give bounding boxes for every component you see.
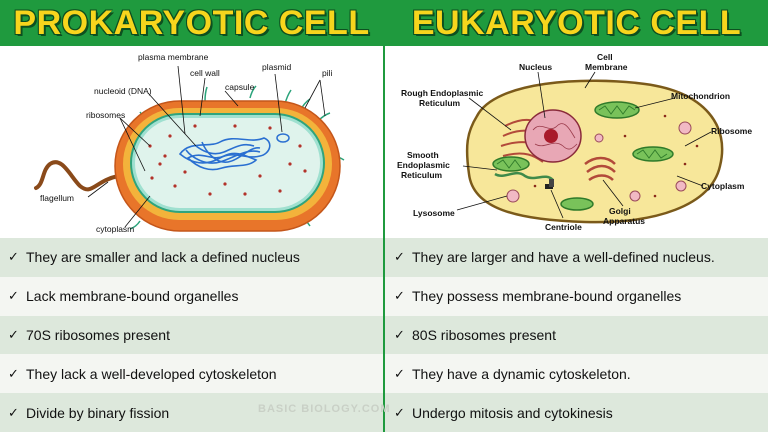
cell-membrane-shape bbox=[465, 79, 724, 224]
prokaryote-point: ✓ 70S ribosomes present bbox=[8, 316, 378, 355]
nucleoid-shape bbox=[178, 137, 271, 171]
row-divider bbox=[383, 238, 385, 277]
comparison-row: ✓ Divide by binary fission ✓ Undergo mitos… bbox=[0, 393, 768, 432]
flagellum-shape bbox=[34, 160, 120, 192]
label-flagellum: flagellum bbox=[40, 193, 74, 203]
label-nucleus: Nucleus bbox=[519, 62, 552, 72]
eukaryote-point-text: They possess membrane-bound organelles bbox=[412, 288, 682, 305]
label-golgi-line1: Golgi bbox=[609, 206, 631, 216]
row-divider bbox=[383, 354, 385, 394]
comparison-row: ✓ Lack membrane-bound organelles ✓ They po… bbox=[0, 276, 768, 316]
check-icon: ✓ bbox=[8, 365, 19, 381]
centriole-shape bbox=[545, 179, 554, 189]
eukaryote-point: ✓ 80S ribosomes present bbox=[394, 316, 764, 355]
chromatin-shape bbox=[532, 123, 578, 150]
prokaryote-point-text: They lack a well-developed cytoskeleton bbox=[26, 365, 277, 382]
lysosome-shapes bbox=[506, 121, 692, 203]
prokaryote-point-text: 70S ribosomes present bbox=[26, 326, 170, 343]
eukaryotic-title: EUKARYOTIC CELL bbox=[411, 3, 742, 42]
label-plasmid: plasmid bbox=[262, 62, 292, 72]
label-plasma-membrane: plasma membrane bbox=[138, 52, 209, 62]
label-rough-er-line1: Rough Endoplasmic bbox=[401, 88, 483, 98]
check-icon: ✓ bbox=[8, 404, 19, 420]
eukaryotic-cell-diagram: Cell Membrane Nucleus Rough Endoplasmic … bbox=[397, 52, 752, 232]
label-capsule: capsule bbox=[225, 82, 255, 92]
prokaryote-leader-lines bbox=[87, 65, 326, 228]
label-smooth-er-line3: Reticulum bbox=[401, 170, 443, 180]
comparison-row: ✓ 70S ribosomes present ✓ 80S ribosomes pr… bbox=[0, 315, 768, 355]
check-icon: ✓ bbox=[8, 326, 19, 342]
prokaryotic-diagram-panel: plasma membrane cell wall plasmid pili c… bbox=[0, 46, 383, 238]
label-cytoplasm-euk: Cytoplasm bbox=[701, 181, 745, 191]
label-mitochondrion: Mitochondrion bbox=[671, 91, 730, 101]
row-divider bbox=[383, 393, 385, 432]
column-divider bbox=[383, 0, 385, 432]
cytoplasm-shape bbox=[135, 118, 320, 208]
check-icon: ✓ bbox=[394, 288, 405, 304]
label-ribosome: Ribosome bbox=[711, 126, 752, 136]
check-icon: ✓ bbox=[394, 404, 405, 420]
label-nucleoid: nucleoid (DNA) bbox=[94, 86, 152, 96]
watermark: BASIC BIOLOGY.COM bbox=[258, 403, 391, 415]
label-rough-er-line2: Reticulum bbox=[419, 98, 461, 108]
smooth-er-shape bbox=[494, 171, 554, 181]
label-lysosome: Lysosome bbox=[413, 208, 455, 218]
prokaryote-point-text: They are smaller and lack a defined nucl… bbox=[26, 249, 300, 266]
golgi-shape bbox=[584, 156, 616, 182]
eukaryotic-header: EUKARYOTIC CELL bbox=[385, 0, 768, 46]
eukaryote-point: ✓ They have a dynamic cytoskeleton. bbox=[394, 354, 764, 393]
label-golgi-line2: Apparatus bbox=[603, 216, 645, 226]
check-icon: ✓ bbox=[8, 249, 19, 265]
mitochondria-shapes bbox=[492, 101, 674, 211]
label-cell-wall: cell wall bbox=[190, 68, 220, 78]
ribosome-dots bbox=[148, 124, 307, 196]
check-icon: ✓ bbox=[394, 326, 405, 342]
check-icon: ✓ bbox=[394, 249, 405, 265]
eukaryote-point-text: They have a dynamic cytoskeleton. bbox=[412, 365, 631, 382]
label-pili: pili bbox=[322, 68, 333, 78]
comparison-table: ✓ They are smaller and lack a defined nuc… bbox=[0, 238, 768, 432]
comparison-row: ✓ They lack a well-developed cytoskeleton… bbox=[0, 354, 768, 394]
prokaryote-point: ✓ They are smaller and lack a defined nuc… bbox=[8, 238, 378, 277]
label-smooth-er-line1: Smooth bbox=[407, 150, 439, 160]
label-centriole: Centriole bbox=[545, 222, 582, 232]
prokaryote-point: ✓ Divide by binary fission bbox=[8, 393, 378, 432]
eukaryote-point: ✓ Undergo mitosis and cytokinesis bbox=[394, 393, 764, 432]
nucleolus-shape bbox=[544, 129, 558, 143]
check-icon: ✓ bbox=[394, 365, 405, 381]
eukaryote-leader-lines bbox=[456, 71, 712, 219]
label-smooth-er-line2: Endoplasmic bbox=[397, 160, 450, 170]
eukaryotic-diagram-panel: Cell Membrane Nucleus Rough Endoplasmic … bbox=[385, 46, 768, 238]
row-divider bbox=[383, 315, 385, 355]
prokaryotic-cell-diagram: plasma membrane cell wall plasmid pili c… bbox=[34, 52, 345, 234]
eukaryote-point-text: 80S ribosomes present bbox=[412, 326, 556, 343]
eukaryote-point-text: Undergo mitosis and cytokinesis bbox=[412, 404, 613, 421]
label-cell-membrane-line2: Membrane bbox=[585, 62, 628, 72]
eukaryote-point-text: They are larger and have a well-defined … bbox=[412, 249, 715, 266]
prokaryotic-title: PROKARYOTIC CELL bbox=[13, 3, 370, 42]
row-divider bbox=[383, 276, 385, 316]
ribosome-dots-euk bbox=[533, 114, 699, 198]
eukaryote-point: ✓ They possess membrane-bound organelles bbox=[394, 277, 764, 316]
check-icon: ✓ bbox=[8, 288, 19, 304]
prokaryote-point-text: Divide by binary fission bbox=[26, 404, 170, 421]
eukaryote-point: ✓ They are larger and have a well-defined… bbox=[394, 238, 764, 277]
comparison-row: ✓ They are smaller and lack a defined nuc… bbox=[0, 238, 768, 277]
prokaryotic-header: PROKARYOTIC CELL bbox=[0, 0, 383, 46]
label-ribosomes: ribosomes bbox=[86, 110, 125, 120]
label-cell-membrane-line1: Cell bbox=[597, 52, 613, 62]
plasmid-shape bbox=[276, 133, 290, 143]
prokaryote-point-text: Lack membrane-bound organelles bbox=[26, 288, 239, 305]
label-cytoplasm: cytoplasm bbox=[96, 224, 134, 234]
prokaryote-point: ✓ They lack a well-developed cytoskeleton bbox=[8, 354, 378, 393]
prokaryote-point: ✓ Lack membrane-bound organelles bbox=[8, 277, 378, 316]
